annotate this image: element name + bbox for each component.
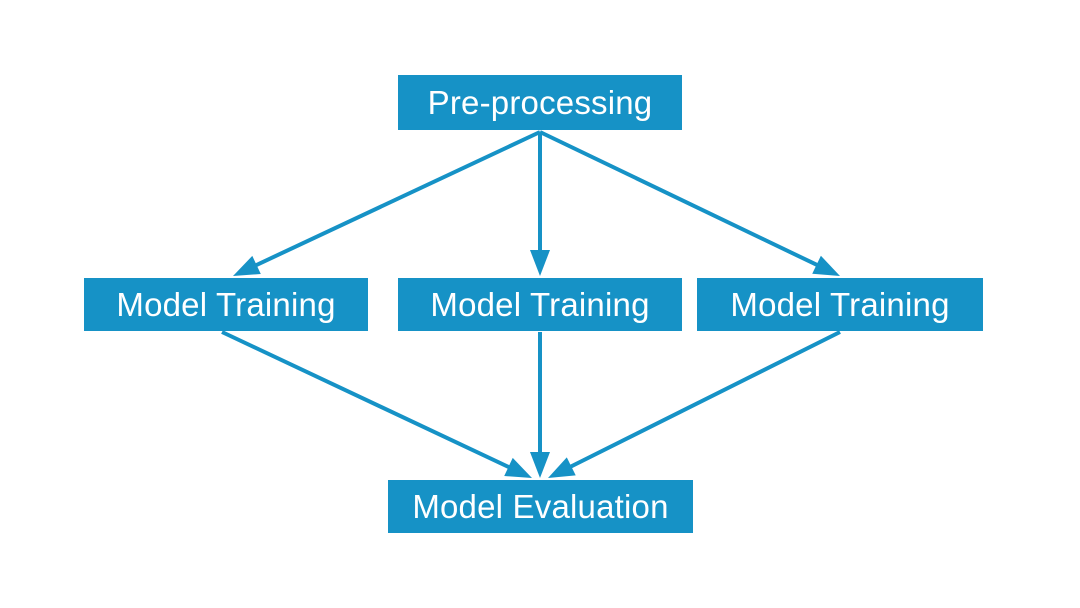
- model-training-label-1: Model Training: [116, 285, 336, 323]
- model-training-node-2: Model Training: [398, 278, 682, 331]
- edge-preprocessing-to-training_1-line: [253, 130, 541, 268]
- edge-training_1-to-evaluation-line: [221, 330, 512, 470]
- edge-training_2-to-evaluation-arrowhead: [530, 452, 550, 478]
- edge-preprocessing-to-training_1-arrowhead: [233, 255, 261, 276]
- model-training-label-3: Model Training: [730, 285, 950, 323]
- edge-training_1-to-evaluation-arrowhead: [504, 457, 532, 478]
- model-training-label-2: Model Training: [430, 285, 650, 323]
- edge-preprocessing-to-training_3-arrowhead: [812, 255, 840, 276]
- model-training-node-3: Model Training: [697, 278, 983, 331]
- model-evaluation-node: Model Evaluation: [388, 480, 693, 533]
- preprocessing-node: Pre-processing: [398, 75, 682, 130]
- preprocessing-label: Pre-processing: [427, 83, 653, 121]
- model-training-node-1: Model Training: [84, 278, 368, 331]
- model-evaluation-label: Model Evaluation: [412, 487, 669, 525]
- edge-training_3-to-evaluation-arrowhead: [548, 457, 576, 478]
- edge-preprocessing-to-training_3-line: [539, 130, 820, 268]
- edge-preprocessing-to-training_2-arrowhead: [530, 250, 550, 276]
- edge-training_3-to-evaluation-line: [568, 330, 841, 470]
